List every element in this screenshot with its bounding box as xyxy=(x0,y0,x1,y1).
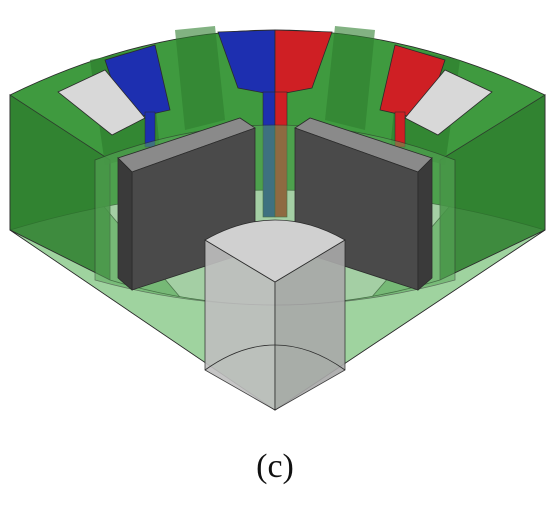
electric-machine-quarter-model xyxy=(9,26,546,411)
magnet-north-center xyxy=(274,29,333,96)
rotor-pole-right-side xyxy=(417,157,433,291)
housing-slot-center-right xyxy=(325,26,375,130)
rotor-pole-left-side xyxy=(117,157,133,291)
figure-caption: (c) xyxy=(256,448,294,485)
shaft-top xyxy=(204,219,346,283)
housing-slot-center-left xyxy=(175,26,225,130)
pole-shoe-left xyxy=(57,69,146,136)
shaft-bottom-arc xyxy=(204,344,346,371)
pole-shoe-right xyxy=(404,69,493,136)
